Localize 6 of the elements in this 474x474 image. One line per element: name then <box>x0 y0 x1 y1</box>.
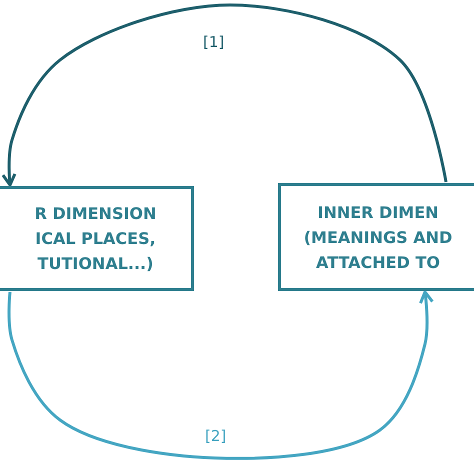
curved-arrow <box>2 4 448 186</box>
curved-arrow <box>8 290 434 460</box>
box-text: R DIMENSION ICAL PLACES, TUTIONAL...) <box>34 203 158 275</box>
box-text: INNER DIMEN (MEANINGS AND ATTACHED TO <box>302 202 454 274</box>
dimension-box <box>0 186 194 291</box>
dimension-box <box>278 183 474 291</box>
